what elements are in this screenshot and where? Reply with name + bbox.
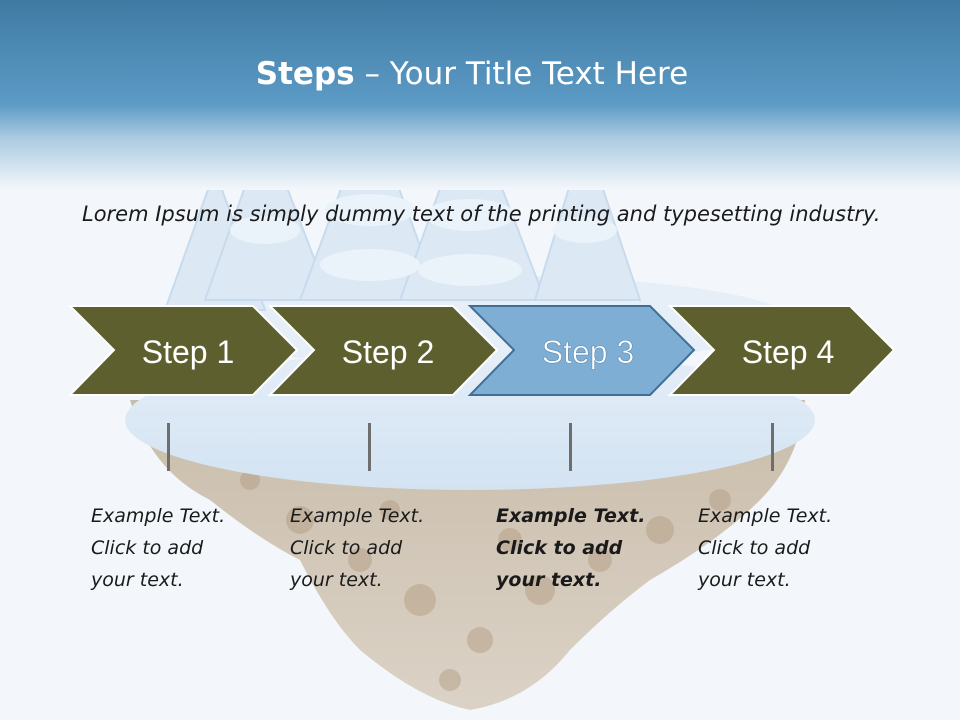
slide-title: Steps – Your Title Text Here <box>0 52 944 96</box>
step-label-1: Step 1 <box>142 334 235 370</box>
step-chevron-2[interactable]: Step 2 <box>267 305 499 396</box>
connector-line-2 <box>368 423 371 471</box>
step-chevron-4[interactable]: Step 4 <box>667 305 896 396</box>
step-text-4[interactable]: Example Text. Click to add your text. <box>698 505 833 591</box>
step-chevron-1[interactable]: Step 1 <box>67 305 299 396</box>
step-text-3[interactable]: Example Text. Click to add your text. <box>496 505 646 591</box>
connector-line-3 <box>569 423 572 471</box>
title-rest: – Your Title Text Here <box>354 56 689 92</box>
step-text-2[interactable]: Example Text. Click to add your text. <box>290 505 425 591</box>
title-bold: Steps <box>255 56 355 92</box>
intro-text: Lorem Ipsum is simply dummy text of the … <box>82 202 881 226</box>
step-label-4: Step 4 <box>742 334 835 370</box>
step-chevron-3[interactable]: Step 3 <box>467 305 696 396</box>
step-text-1[interactable]: Example Text. Click to add your text. <box>91 505 226 591</box>
title-bar <box>0 0 960 190</box>
step-label-2: Step 2 <box>342 334 435 370</box>
connector-line-1 <box>167 423 170 471</box>
step-label-3: Step 3 <box>542 334 635 370</box>
connector-line-4 <box>771 423 774 471</box>
